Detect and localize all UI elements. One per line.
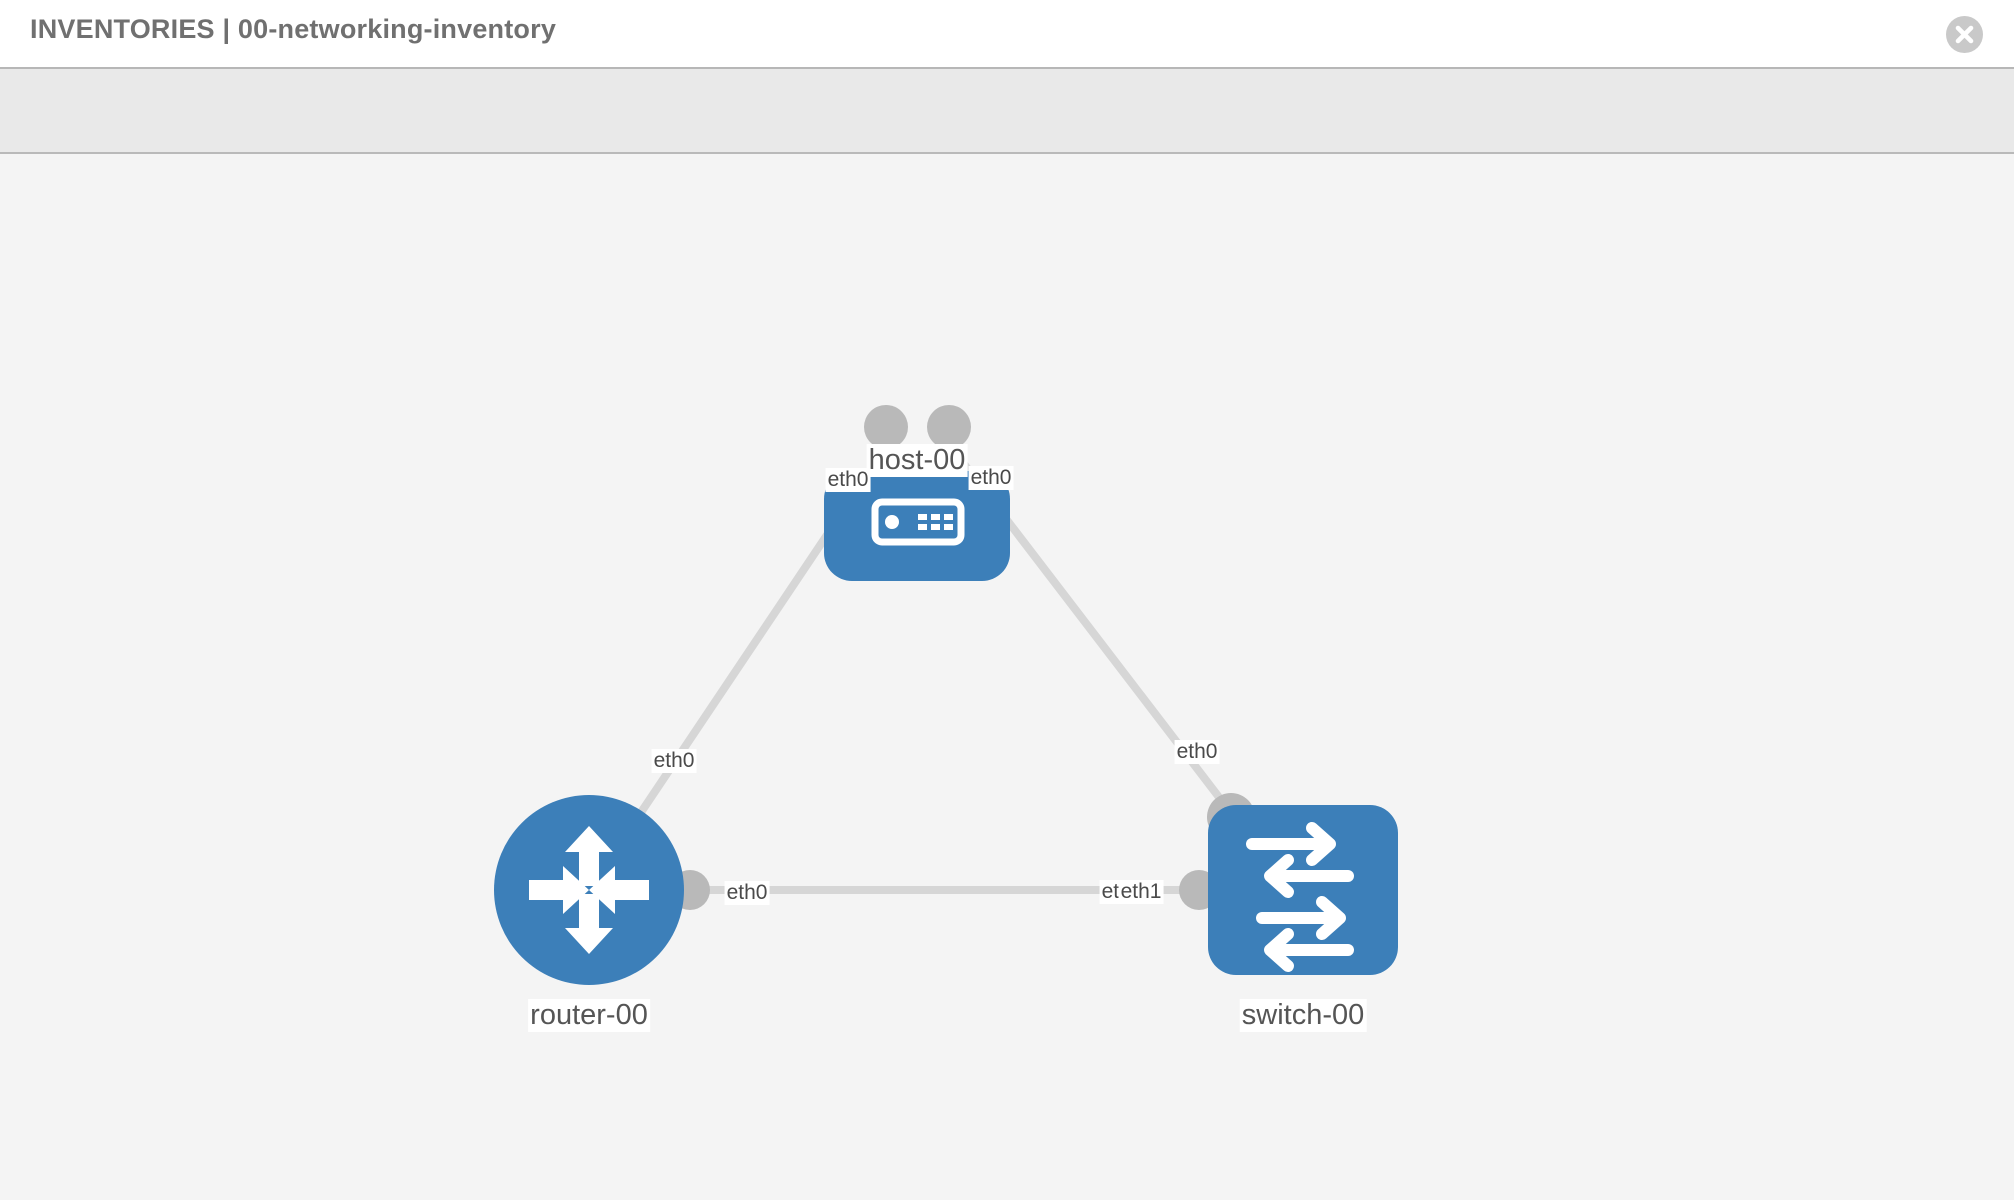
topology-canvas[interactable]: host-00 router-00 switch-00 eth0 eth0 et… bbox=[0, 154, 2014, 1200]
node-switch-00 bbox=[1208, 805, 1398, 975]
edge-label-host-right: eth0 bbox=[968, 466, 1014, 490]
server-rack-icon bbox=[871, 498, 965, 546]
node-router-00 bbox=[494, 795, 684, 985]
connector-host-left bbox=[864, 405, 908, 449]
page-title: INVENTORIES | 00-networking-inventory bbox=[30, 14, 557, 44]
node-label-host: host-00 bbox=[866, 444, 968, 477]
toolbar: ACTIONS bbox=[0, 69, 2014, 207]
node-host-00 bbox=[824, 471, 1010, 581]
node-label-router: router-00 bbox=[528, 999, 650, 1032]
switch-arrows-icon bbox=[1246, 822, 1354, 972]
topology-graph bbox=[494, 405, 1398, 985]
connector-host-right bbox=[927, 405, 971, 449]
edge-label-switch-router: eth1 bbox=[1118, 880, 1164, 904]
host-node-shape bbox=[824, 471, 1010, 581]
close-icon[interactable] bbox=[1946, 16, 1983, 53]
edge-label-switch-host: eth0 bbox=[1174, 740, 1220, 764]
edge-label-host-left: eth0 bbox=[825, 468, 871, 492]
edge-label-router-switch-left: eth0 bbox=[724, 881, 770, 905]
edge-label-router-host: eth0 bbox=[651, 749, 697, 773]
window-header: INVENTORIES | 00-networking-inventory bbox=[0, 0, 2014, 69]
node-label-switch: switch-00 bbox=[1239, 999, 1367, 1032]
router-four-arrows-icon bbox=[529, 826, 649, 954]
